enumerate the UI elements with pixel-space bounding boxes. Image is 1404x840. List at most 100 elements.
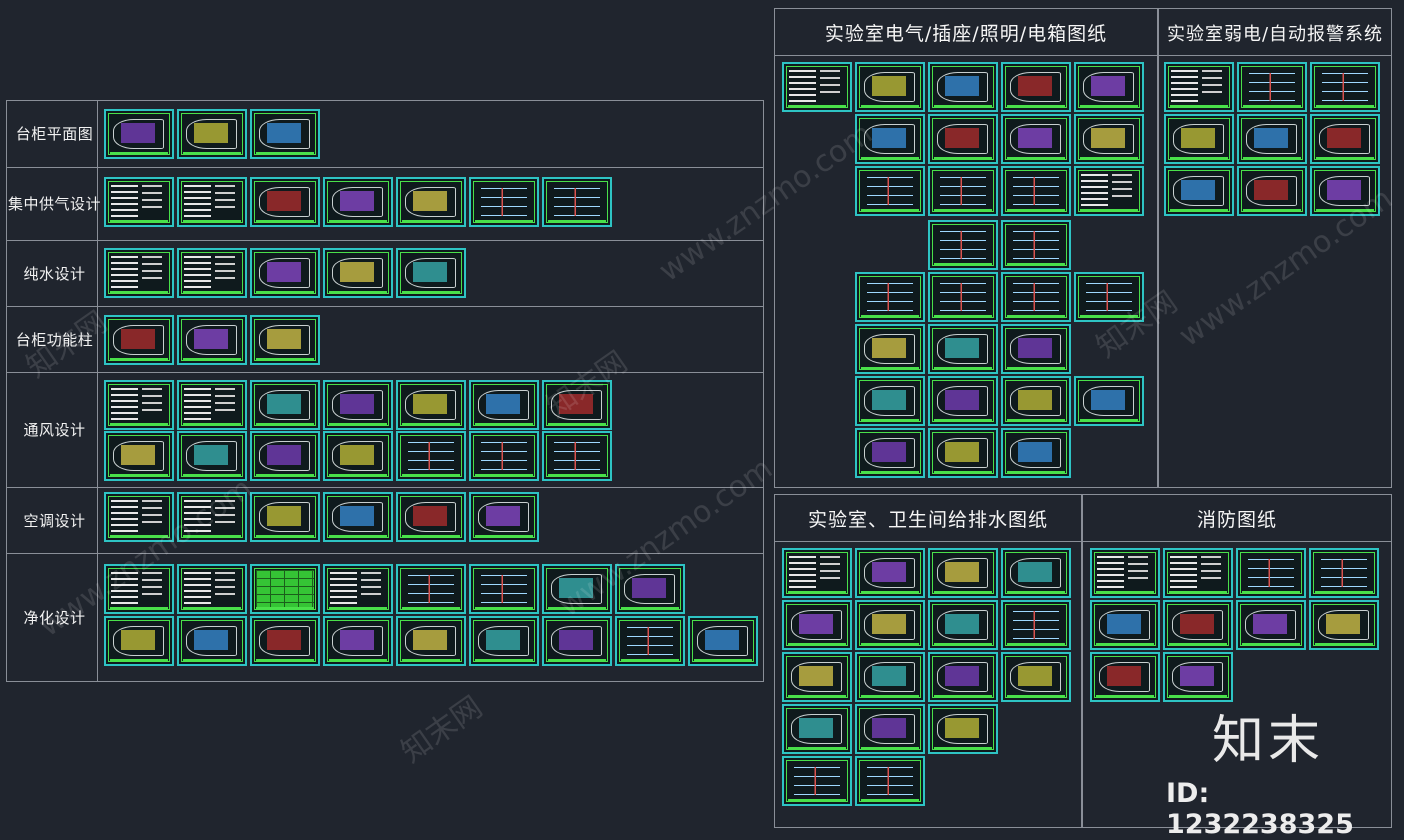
drawing-sheet-thumbnail[interactable] (1090, 600, 1160, 650)
drawing-sheet-thumbnail[interactable] (177, 564, 247, 614)
drawing-sheet-thumbnail[interactable] (1163, 652, 1233, 702)
drawing-sheet-thumbnail[interactable] (250, 431, 320, 481)
drawing-sheet-thumbnail[interactable] (104, 109, 174, 159)
drawing-sheet-thumbnail[interactable] (469, 380, 539, 430)
drawing-sheet-thumbnail[interactable] (542, 177, 612, 227)
drawing-sheet-thumbnail[interactable] (177, 492, 247, 542)
drawing-sheet-thumbnail[interactable] (782, 652, 852, 702)
drawing-sheet-thumbnail[interactable] (855, 272, 925, 322)
drawing-sheet-thumbnail[interactable] (1309, 548, 1379, 598)
drawing-sheet-thumbnail[interactable] (855, 756, 925, 806)
drawing-sheet-thumbnail[interactable] (855, 704, 925, 754)
drawing-sheet-thumbnail[interactable] (104, 177, 174, 227)
drawing-sheet-thumbnail[interactable] (323, 492, 393, 542)
drawing-sheet-thumbnail[interactable] (323, 248, 393, 298)
drawing-sheet-thumbnail[interactable] (1163, 600, 1233, 650)
drawing-sheet-thumbnail[interactable] (928, 704, 998, 754)
drawing-sheet-thumbnail[interactable] (855, 428, 925, 478)
drawing-sheet-thumbnail[interactable] (323, 564, 393, 614)
drawing-sheet-thumbnail[interactable] (782, 548, 852, 598)
drawing-sheet-thumbnail[interactable] (1237, 62, 1307, 112)
drawing-sheet-thumbnail[interactable] (928, 652, 998, 702)
drawing-sheet-thumbnail[interactable] (177, 109, 247, 159)
drawing-sheet-thumbnail[interactable] (177, 248, 247, 298)
drawing-sheet-thumbnail[interactable] (1074, 62, 1144, 112)
drawing-sheet-thumbnail[interactable] (104, 564, 174, 614)
drawing-sheet-thumbnail[interactable] (104, 431, 174, 481)
drawing-sheet-thumbnail[interactable] (1164, 62, 1234, 112)
drawing-sheet-thumbnail[interactable] (855, 166, 925, 216)
drawing-sheet-thumbnail[interactable] (104, 315, 174, 365)
drawing-sheet-thumbnail[interactable] (1001, 652, 1071, 702)
drawing-sheet-thumbnail[interactable] (782, 600, 852, 650)
drawing-sheet-thumbnail[interactable] (782, 62, 852, 112)
drawing-sheet-thumbnail[interactable] (469, 431, 539, 481)
drawing-sheet-thumbnail[interactable] (1001, 324, 1071, 374)
drawing-sheet-thumbnail[interactable] (469, 177, 539, 227)
drawing-sheet-thumbnail[interactable] (396, 248, 466, 298)
drawing-sheet-thumbnail[interactable] (1236, 548, 1306, 598)
drawing-sheet-thumbnail[interactable] (104, 492, 174, 542)
drawing-sheet-thumbnail[interactable] (177, 431, 247, 481)
drawing-sheet-thumbnail[interactable] (928, 548, 998, 598)
drawing-sheet-thumbnail[interactable] (615, 616, 685, 666)
drawing-sheet-thumbnail[interactable] (104, 248, 174, 298)
drawing-sheet-thumbnail[interactable] (1310, 62, 1380, 112)
drawing-sheet-thumbnail[interactable] (323, 380, 393, 430)
drawing-sheet-thumbnail[interactable] (542, 380, 612, 430)
drawing-sheet-thumbnail[interactable] (469, 492, 539, 542)
drawing-sheet-thumbnail[interactable] (396, 616, 466, 666)
drawing-sheet-thumbnail[interactable] (1164, 114, 1234, 164)
drawing-sheet-thumbnail[interactable] (1309, 600, 1379, 650)
drawing-sheet-thumbnail[interactable] (928, 376, 998, 426)
drawing-sheet-thumbnail[interactable] (396, 564, 466, 614)
drawing-sheet-thumbnail[interactable] (542, 616, 612, 666)
drawing-sheet-thumbnail[interactable] (928, 62, 998, 112)
drawing-sheet-thumbnail[interactable] (323, 616, 393, 666)
drawing-sheet-thumbnail[interactable] (177, 616, 247, 666)
drawing-sheet-thumbnail[interactable] (1074, 166, 1144, 216)
drawing-sheet-thumbnail[interactable] (1164, 166, 1234, 216)
drawing-sheet-thumbnail[interactable] (782, 756, 852, 806)
drawing-sheet-thumbnail[interactable] (1001, 272, 1071, 322)
drawing-sheet-thumbnail[interactable] (1074, 272, 1144, 322)
drawing-sheet-thumbnail[interactable] (323, 177, 393, 227)
drawing-sheet-thumbnail[interactable] (250, 380, 320, 430)
drawing-sheet-thumbnail[interactable] (250, 315, 320, 365)
drawing-sheet-thumbnail[interactable] (1237, 166, 1307, 216)
drawing-sheet-thumbnail[interactable] (396, 380, 466, 430)
drawing-sheet-thumbnail[interactable] (1001, 114, 1071, 164)
drawing-sheet-thumbnail[interactable] (250, 492, 320, 542)
drawing-sheet-thumbnail[interactable] (250, 564, 320, 614)
drawing-sheet-thumbnail[interactable] (1001, 600, 1071, 650)
drawing-sheet-thumbnail[interactable] (396, 492, 466, 542)
drawing-sheet-thumbnail[interactable] (928, 166, 998, 216)
drawing-sheet-thumbnail[interactable] (855, 324, 925, 374)
drawing-sheet-thumbnail[interactable] (855, 652, 925, 702)
drawing-sheet-thumbnail[interactable] (782, 704, 852, 754)
drawing-sheet-thumbnail[interactable] (1001, 548, 1071, 598)
drawing-sheet-thumbnail[interactable] (855, 548, 925, 598)
drawing-sheet-thumbnail[interactable] (928, 272, 998, 322)
drawing-sheet-thumbnail[interactable] (250, 109, 320, 159)
drawing-sheet-thumbnail[interactable] (1001, 428, 1071, 478)
drawing-sheet-thumbnail[interactable] (855, 114, 925, 164)
drawing-sheet-thumbnail[interactable] (104, 380, 174, 430)
drawing-sheet-thumbnail[interactable] (1310, 114, 1380, 164)
drawing-sheet-thumbnail[interactable] (928, 220, 998, 270)
drawing-sheet-thumbnail[interactable] (928, 114, 998, 164)
drawing-sheet-thumbnail[interactable] (104, 616, 174, 666)
drawing-sheet-thumbnail[interactable] (542, 431, 612, 481)
drawing-sheet-thumbnail[interactable] (1310, 166, 1380, 216)
drawing-sheet-thumbnail[interactable] (1090, 548, 1160, 598)
drawing-sheet-thumbnail[interactable] (928, 324, 998, 374)
drawing-sheet-thumbnail[interactable] (1074, 114, 1144, 164)
drawing-sheet-thumbnail[interactable] (928, 600, 998, 650)
drawing-sheet-thumbnail[interactable] (177, 177, 247, 227)
drawing-sheet-thumbnail[interactable] (1090, 652, 1160, 702)
drawing-sheet-thumbnail[interactable] (250, 177, 320, 227)
drawing-sheet-thumbnail[interactable] (396, 177, 466, 227)
drawing-sheet-thumbnail[interactable] (1237, 114, 1307, 164)
drawing-sheet-thumbnail[interactable] (1236, 600, 1306, 650)
drawing-sheet-thumbnail[interactable] (177, 380, 247, 430)
